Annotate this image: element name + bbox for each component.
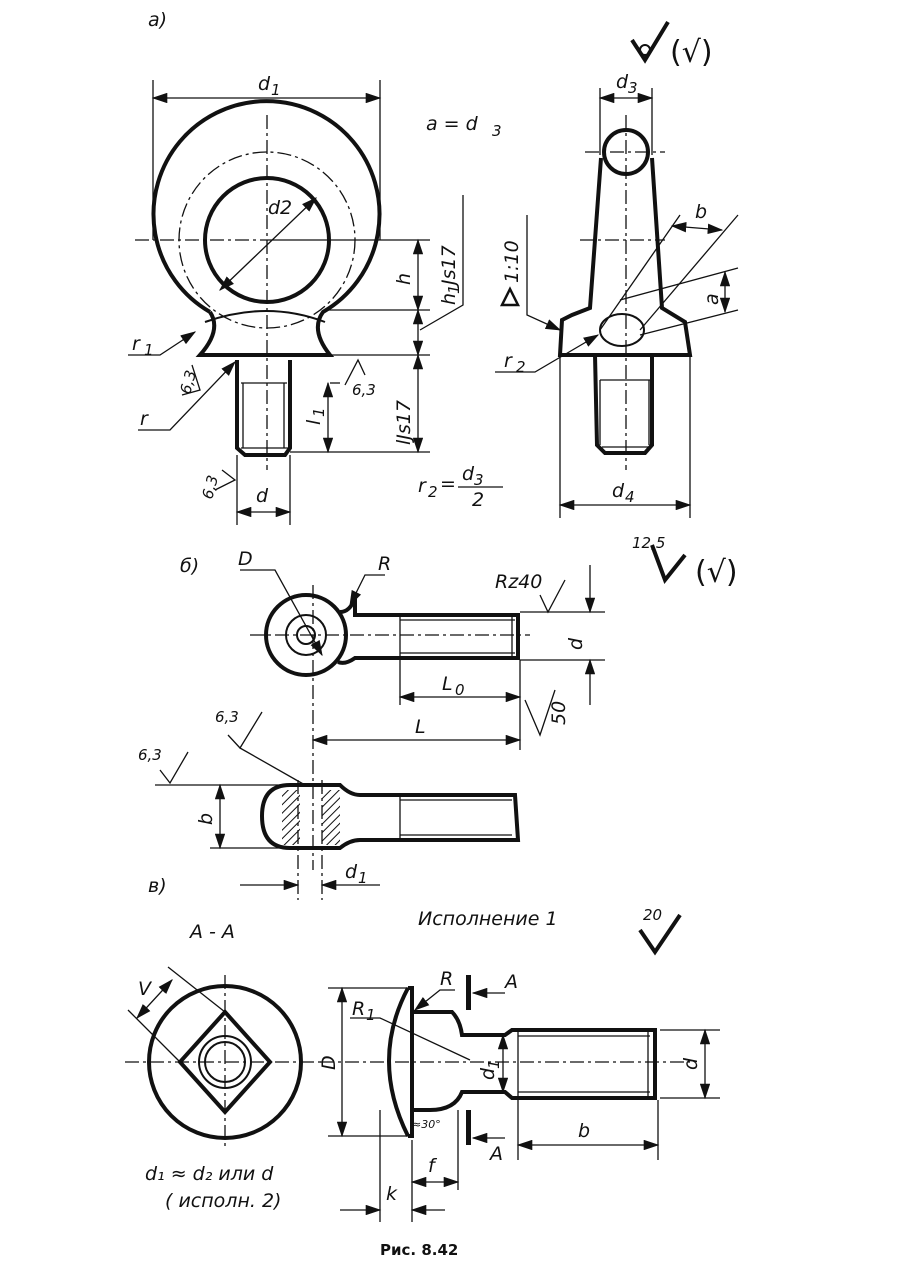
dimension-label: А - А [188, 921, 235, 943]
dimension-label: R [440, 968, 453, 990]
dimension-label: b [578, 1120, 590, 1142]
view-b-label: б) [180, 555, 199, 577]
dimension-label: 6,3 [138, 746, 162, 764]
dimension-label: 3 [492, 122, 502, 140]
dimension-label: ( исполн. 2) [165, 1190, 281, 1212]
view-c-label: в) [148, 875, 167, 897]
dim-l: lJs17 [393, 400, 415, 445]
dimension-label: L [442, 673, 453, 695]
dimension-label: r [132, 333, 141, 355]
dimension-label: d [565, 637, 587, 650]
shank [235, 360, 292, 457]
dimension-label: (√) [695, 555, 738, 590]
dimension-label: 6,3 [215, 708, 239, 726]
dimension-label: 4 [625, 488, 635, 506]
dimension-label: D [318, 1055, 340, 1070]
dim-d2: d2 [268, 197, 292, 219]
dimension-label: 6,3 [198, 473, 222, 501]
dimension-label: (√) [670, 35, 713, 70]
surface-symbol [650, 544, 687, 585]
dimension-label: 2 [472, 489, 484, 511]
dimension-label: A [503, 971, 518, 993]
view-c: А - А Исполнение 1 20 V d₁ ≈ d₂ или d ( … [125, 906, 720, 1259]
dimension-label: Исполнение 1 [418, 908, 558, 930]
dimension-label: b [695, 201, 707, 223]
dimension-label: r [140, 408, 149, 430]
dimension-label: 20 [643, 906, 662, 924]
dimension-label: Js17 [438, 245, 460, 289]
dimension-label: ≈30° [412, 1118, 441, 1131]
dimension-label: 1 [445, 284, 463, 294]
dimension-label: d [616, 71, 629, 93]
dimension-label: 6,3 [352, 381, 376, 399]
dimension-label: A [488, 1143, 503, 1165]
dimension-label: h [438, 293, 460, 305]
dimension-label: D [238, 548, 253, 570]
dimension-label: l [303, 419, 325, 425]
dimension-label: a = d [426, 113, 479, 135]
svg-text:=: = [440, 473, 456, 495]
dimension-label: r [418, 475, 427, 497]
dimension-label: d [680, 1057, 702, 1070]
dimension-label: 50 [548, 701, 570, 725]
dimension-label: 1:10 [501, 240, 523, 283]
dimension-label: V [138, 978, 153, 1000]
dimension-label: 12,5 [632, 534, 665, 552]
surface-symbol-circle [630, 20, 670, 64]
dimension-label: d [477, 1067, 499, 1080]
dimension-label: 1 [310, 407, 328, 417]
dimension-label: 3 [474, 471, 484, 489]
dimension-label: 6,3 [176, 368, 200, 396]
dimension-label: 1 [144, 341, 154, 359]
dimension-label: 3 [628, 79, 638, 97]
dimension-label: 2 [516, 358, 526, 376]
dimension-label: d [612, 480, 625, 502]
dimension-label: a [701, 293, 723, 305]
dimension-label: L [415, 716, 426, 738]
dim-h: h [393, 273, 415, 285]
dimension-label: 2 [428, 483, 438, 501]
dimension-label: 1 [271, 81, 281, 99]
dimension-label: 1 [358, 869, 368, 887]
dimension-label: d₁ ≈ d₂ или d [145, 1163, 274, 1185]
dimension-label: Rz40 [495, 571, 542, 593]
dimension-label: b [195, 813, 217, 825]
dimension-label: 0 [455, 681, 465, 699]
dimension-label: 1 [366, 1006, 376, 1024]
dim-d: d [256, 485, 269, 507]
dimension-label: d [345, 861, 358, 883]
dimension-label: k [386, 1183, 398, 1205]
dimension-label: d [462, 463, 475, 485]
figure-caption: Рис. 8.42 [380, 1241, 458, 1259]
dimension-label: R [352, 998, 365, 1020]
view-a-label: а) [148, 9, 167, 31]
dimension-label: r [504, 350, 513, 372]
dimension-label: f [428, 1155, 438, 1177]
dimension-label: R [378, 553, 391, 575]
tongue-outline [557, 157, 693, 357]
dimension-label: 1 [485, 1059, 503, 1069]
dim-d1: d [258, 73, 271, 95]
